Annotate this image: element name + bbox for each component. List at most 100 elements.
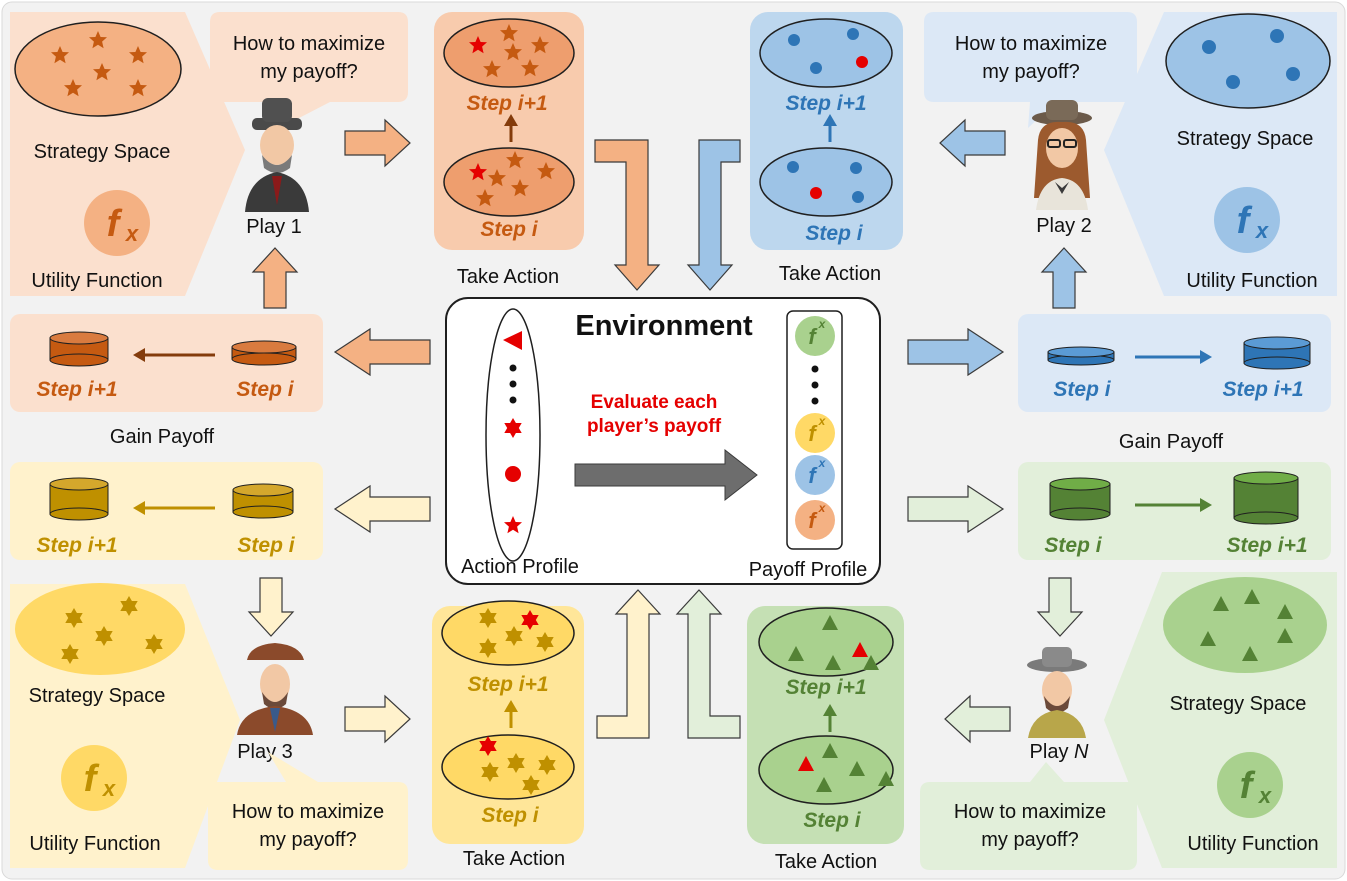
player3-payoff-step-arrowhead <box>133 501 145 515</box>
player1-payoff-cur-label: Step i <box>236 378 294 401</box>
player3-action-next-label: Step i+1 <box>467 673 548 696</box>
player3-name: Play 3 <box>237 741 293 763</box>
environment-title: Environment <box>575 310 753 342</box>
player2-action-cur-dots <box>787 161 864 203</box>
player3-strategy-space-ellipse <box>15 583 185 675</box>
player2-action-next-label: Step i+1 <box>785 92 866 115</box>
player2-action-cur-choice <box>810 187 822 199</box>
player2-to-action-arrow <box>939 118 1006 168</box>
player1-thought-bubble <box>210 12 408 132</box>
evaluate-arrow <box>574 448 758 502</box>
payoff-profile-yellow-fx-icon: f x <box>795 413 835 453</box>
player1-group: Strategy Space f x Utility Function How … <box>10 12 661 448</box>
playerN-to-action-arrow <box>944 694 1011 744</box>
playerN-fx-icon: f x <box>1217 752 1283 818</box>
player1-action-to-env-arrow <box>594 139 661 291</box>
player1-payoff-next-label: Step i+1 <box>36 378 117 401</box>
player1-to-action-arrow <box>344 118 411 168</box>
player1-thought-line1: How to maximize <box>233 33 385 55</box>
player2-action-cur-ellipse <box>759 147 893 217</box>
player2-gain-payoff-label: Gain Payoff <box>1119 431 1224 453</box>
environment-box: Environment Action Profile Evaluate each… <box>445 297 881 585</box>
player2-take-action-label: Take Action <box>779 263 881 285</box>
action-profile-label: Action Profile <box>461 556 579 578</box>
player2-strategy-space-ellipse <box>1165 13 1331 109</box>
player1-payoff-to-player-arrow <box>251 247 299 309</box>
player3-thought-line2: my payoff? <box>259 829 356 851</box>
playerN-avatar <box>1027 647 1087 738</box>
svg-text:x: x <box>818 501 827 515</box>
player3-to-action-arrow <box>344 694 411 744</box>
player2-strategy-dots <box>1202 29 1300 89</box>
playerN-thought-bubble <box>920 762 1137 870</box>
action-profile-dot <box>505 466 521 482</box>
playerN-strategy-space-ellipse <box>1163 577 1327 673</box>
playerN-payoff-next-cylinder <box>1233 471 1299 525</box>
player3-utility-label: Utility Function <box>29 833 160 855</box>
player1-name: Play 1 <box>246 216 302 238</box>
player2-thought-line2: my payoff? <box>982 61 1079 83</box>
playerN-action-step-arrowhead <box>823 704 837 716</box>
payoff-profile-label: Payoff Profile <box>749 559 868 581</box>
player2-action-to-env-arrow <box>686 139 741 291</box>
player2-payoff-next-label: Step i+1 <box>1222 378 1303 401</box>
svg-text:f: f <box>808 508 818 533</box>
playerN-thought-line2: my payoff? <box>981 829 1078 851</box>
env-to-player3-payoff-arrow <box>333 484 431 534</box>
playerN-group: Step i Step i+1 Strategy Space f x Utili… <box>675 462 1337 873</box>
player2-name: Play 2 <box>1036 215 1092 237</box>
player1-utility-label: Utility Function <box>31 270 162 292</box>
player2-thought-bubble <box>924 12 1137 128</box>
svg-text:x: x <box>818 414 827 428</box>
player1-gain-payoff-label: Gain Payoff <box>110 426 215 448</box>
player1-take-action-label: Take Action <box>457 266 559 288</box>
playerN-take-action-label: Take Action <box>775 851 877 873</box>
playerN-action-cur-ellipse <box>758 735 894 805</box>
playerN-utility-label: Utility Function <box>1187 833 1318 855</box>
svg-text:f: f <box>1240 765 1256 807</box>
player3-payoff-next-label: Step i+1 <box>36 534 117 557</box>
playerN-payoff-to-player-arrow <box>1036 577 1084 637</box>
svg-text:x: x <box>818 456 827 470</box>
action-profile-p2-triangle <box>503 331 522 350</box>
playerN-payoff-cur-cylinder <box>1049 477 1111 521</box>
playerN-action-to-env-arrow <box>675 589 741 739</box>
player2-action-cur-label: Step i <box>805 222 863 245</box>
env-to-player2-payoff-arrow <box>907 327 1005 377</box>
player2-utility-label: Utility Function <box>1186 270 1317 292</box>
playerN-payoff-next-label: Step i+1 <box>1226 534 1307 557</box>
player3-thought-bubble <box>208 752 408 870</box>
player1-action-next-label: Step i+1 <box>466 92 547 115</box>
player2-thought-line1: How to maximize <box>955 33 1107 55</box>
player2-action-next-choice <box>856 56 868 68</box>
player1-action-cur-label: Step i <box>480 218 538 241</box>
svg-text:f: f <box>808 421 818 446</box>
player3-take-action-label: Take Action <box>463 848 565 870</box>
svg-text:x: x <box>818 317 827 331</box>
player3-thought-line1: How to maximize <box>232 801 384 823</box>
player1-action-cur-ellipse <box>443 147 575 217</box>
player3-payoff-cur-cylinder <box>232 483 294 519</box>
payoff-profile-green-fx-icon: f x <box>795 316 835 356</box>
playerN-payoff-step-arrowhead <box>1200 498 1212 512</box>
player2-action-next-ellipse <box>759 18 893 88</box>
player2-group: Strategy Space f x Utility Function How … <box>686 12 1337 453</box>
player3-fx-icon: f x <box>61 745 127 811</box>
playerN-action-next-label: Step i+1 <box>785 676 866 699</box>
payoff-profile-blue-fx-icon: f x <box>795 455 835 495</box>
player3-avatar <box>237 643 313 735</box>
payoff-profile-orange-fx-icon: f x <box>795 500 835 540</box>
player3-group: Step i+1 Step i Strategy Space f x Utili… <box>10 462 662 870</box>
player3-payoff-cur-label: Step i <box>237 534 295 557</box>
player1-thought-line2: my payoff? <box>260 61 357 83</box>
player2-payoff-cur-label: Step i <box>1053 378 1111 401</box>
player2-avatar <box>1032 100 1092 210</box>
payoff-profile-ellipsis <box>811 365 819 405</box>
player2-payoff-step-arrowhead <box>1200 350 1212 364</box>
playerN-thought-line1: How to maximize <box>954 801 1106 823</box>
svg-text:f: f <box>1237 200 1253 242</box>
environment-panel <box>445 297 881 585</box>
player2-fx-icon: f x <box>1214 187 1280 253</box>
player1-action-step-arrowhead <box>504 114 518 126</box>
